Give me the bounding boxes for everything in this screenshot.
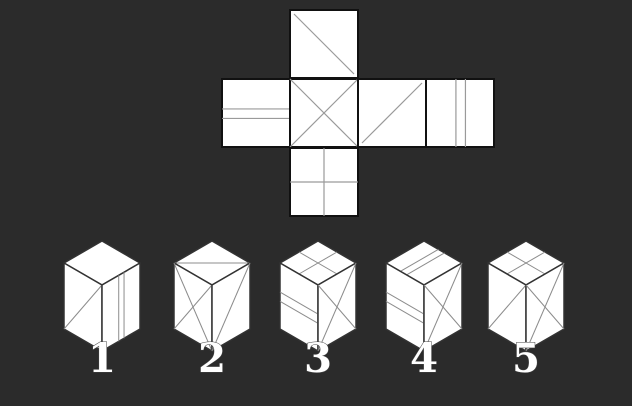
cube-net — [221, 9, 495, 217]
cube-face-right — [525, 262, 565, 352]
option-number-2: 2 — [198, 335, 226, 382]
option-hit-area[interactable] — [274, 237, 362, 377]
net-face-right — [357, 78, 427, 148]
option-number-3: 3 — [304, 335, 332, 382]
option-hit-area[interactable] — [58, 237, 146, 377]
option-number-4: 4 — [410, 335, 438, 382]
answer-option-1[interactable]: 1 — [58, 237, 146, 383]
option-cube-2 — [173, 240, 251, 352]
cube-face-right — [101, 262, 141, 352]
net-face-center — [289, 78, 359, 148]
answer-option-3[interactable]: 3 — [274, 237, 362, 383]
option-number-1: 1 — [88, 335, 116, 382]
option-cube-3 — [279, 240, 357, 352]
cube-face-left — [173, 262, 213, 352]
answer-option-5[interactable]: 5 — [482, 237, 570, 383]
option-hit-area[interactable] — [482, 237, 570, 377]
answer-option-4[interactable]: 4 — [380, 237, 468, 383]
option-cube-5 — [487, 240, 565, 352]
cube-face-right — [317, 262, 357, 352]
option-hit-area[interactable] — [168, 237, 256, 377]
option-hit-area[interactable] — [380, 237, 468, 377]
cube-face-right — [211, 262, 251, 352]
option-number-5: 5 — [512, 335, 540, 382]
net-face-top — [289, 9, 359, 79]
net-face-far-right — [425, 78, 495, 148]
net-face-bottom — [289, 147, 359, 217]
net-face-left — [221, 78, 291, 148]
option-cube-1 — [63, 240, 141, 352]
cube-face-right — [423, 262, 463, 352]
answer-options: 1 2 3 4 5 — [58, 237, 570, 383]
option-cube-4 — [385, 240, 463, 352]
answer-option-2[interactable]: 2 — [168, 237, 256, 383]
